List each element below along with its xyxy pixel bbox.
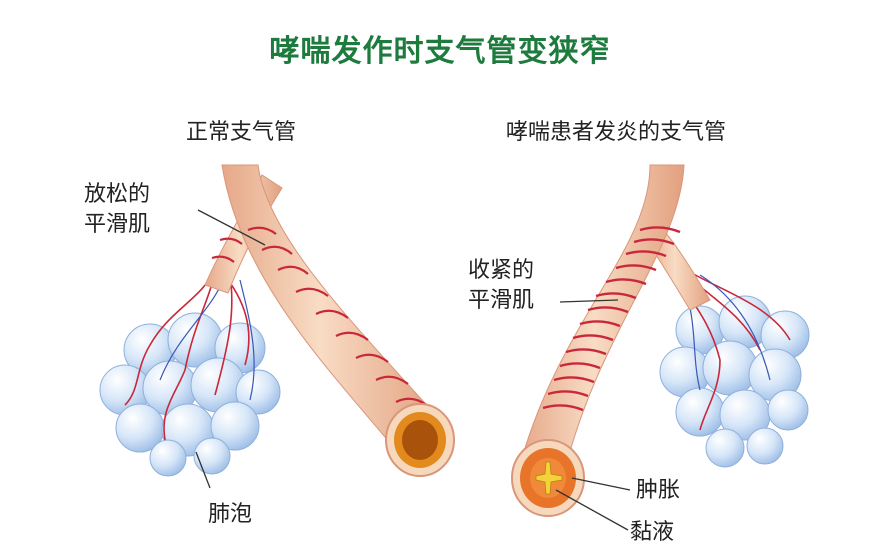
- asthma-bronchus-heading: 哮喘患者发炎的支气管: [506, 120, 727, 145]
- asthma-bronchus: [511, 164, 810, 517]
- mucus-label: 黏液: [630, 520, 675, 545]
- swelling-label: 肿胀: [636, 478, 681, 503]
- asthma-alveoli-cluster: [659, 267, 810, 468]
- normal-lumen-cross-section: [385, 403, 455, 477]
- diagram-title: 哮喘发作时支气管变狭窄: [269, 34, 611, 69]
- relaxed-muscle-label-line1: 放松的: [84, 182, 151, 207]
- leader-lines: [195, 209, 631, 531]
- relaxed-muscle-label-line2: 平滑肌: [84, 212, 151, 237]
- normal-bronchus-heading: 正常支气管: [186, 120, 297, 145]
- normal-alveoli-cluster: [99, 267, 281, 477]
- mucus-shape: [535, 461, 563, 495]
- tightened-muscle-label-line1: 收紧的: [468, 258, 535, 283]
- relaxed-smooth-muscle: [211, 226, 429, 407]
- normal-bronchus: [99, 164, 455, 477]
- tightened-muscle-label-line2: 平滑肌: [468, 288, 535, 313]
- tightened-smooth-muscle: [542, 226, 681, 412]
- alveoli-label: 肺泡: [208, 502, 253, 527]
